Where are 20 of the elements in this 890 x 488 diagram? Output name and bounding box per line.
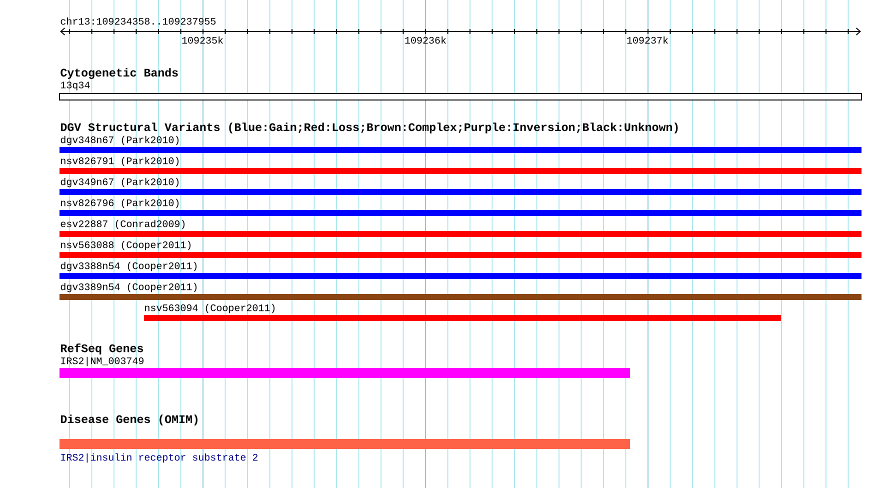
tick-label: 109237k [627, 36, 668, 44]
variant-label: nsv826796 (Park2010) [61, 198, 179, 208]
variant-label: dgv349n67 (Park2010) [60, 178, 179, 188]
variant-label: dgv3388n54 (Cooper2011) [60, 262, 197, 272]
variant-label: esv22887 (Conrad2009) [60, 220, 185, 230]
gene-label: IRS2|insulin receptor substrate 2 [61, 453, 258, 463]
variant-label: nsv563094 (Cooper2011) [145, 304, 275, 314]
gene-label: IRS2|NM_003749 [61, 356, 144, 366]
variant-label: dgv348n67 (Park2010) [60, 136, 179, 146]
track-title: RefSeq Genes [61, 344, 144, 354]
variant-label: nsv826791 (Park2010) [61, 156, 179, 166]
track-title: DGV Structural Variants (Blue:Gain;Red:Loss;Brown:Complex;Purple:Inversion;Black:Unknown) [60, 122, 678, 134]
band-label: 13q34 [60, 82, 90, 90]
track-title: Cytogenetic Bands [60, 68, 178, 79]
track-title: Disease Genes (OMIM) [60, 414, 198, 426]
coordinate-label: chr13:109234358..109237955 [60, 17, 216, 25]
tick-label: 109235k [182, 36, 223, 44]
tick-label: 109236k [405, 36, 446, 44]
variant-label: nsv563088 (Cooper2011) [61, 240, 191, 250]
variant-label: dgv3389n54 (Cooper2011) [60, 282, 197, 292]
